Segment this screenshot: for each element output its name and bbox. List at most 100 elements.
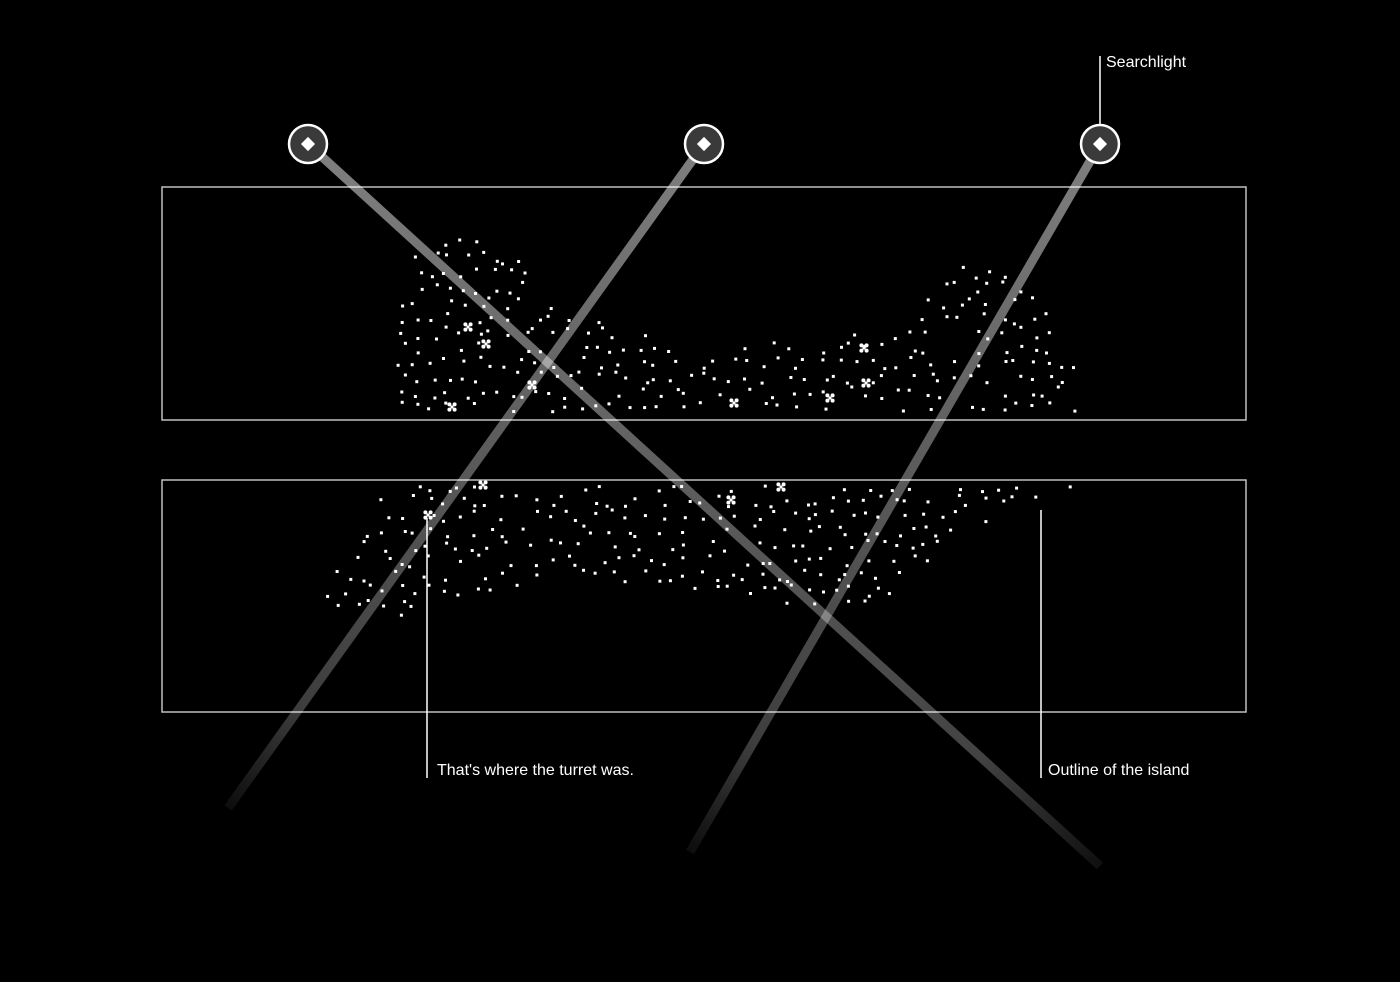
island-dot bbox=[1012, 322, 1016, 326]
island-dot bbox=[743, 347, 747, 351]
island-dot bbox=[500, 494, 504, 498]
searchlight-beam-right bbox=[686, 141, 1104, 855]
island-dot bbox=[559, 541, 562, 545]
island-dot bbox=[663, 503, 667, 507]
island-dot bbox=[444, 401, 448, 405]
island-dot bbox=[624, 504, 627, 508]
island-dot bbox=[422, 575, 426, 579]
island-dot bbox=[690, 373, 694, 377]
island-dot bbox=[864, 511, 867, 515]
island-dot bbox=[467, 253, 471, 257]
island-dot bbox=[729, 489, 733, 493]
island-dot bbox=[509, 564, 513, 568]
island-dot bbox=[773, 586, 777, 590]
island-dot bbox=[984, 520, 988, 524]
island-dot bbox=[803, 568, 807, 572]
island-dot bbox=[533, 361, 537, 365]
island-dot bbox=[612, 570, 616, 574]
island-dot bbox=[1005, 351, 1009, 355]
turret-markers bbox=[423, 322, 871, 520]
island-dot bbox=[785, 601, 789, 605]
island-dot bbox=[460, 377, 464, 381]
island-dot bbox=[828, 547, 832, 551]
island-dot bbox=[667, 350, 671, 353]
island-dot bbox=[892, 559, 896, 563]
island-dot bbox=[624, 376, 628, 380]
island-dot bbox=[746, 563, 750, 567]
island-dot bbox=[326, 594, 330, 598]
island-dot bbox=[909, 356, 913, 359]
island-dot bbox=[899, 534, 902, 538]
island-dot bbox=[1004, 360, 1008, 363]
searchlight-beam-middle bbox=[224, 141, 708, 811]
island-dot bbox=[717, 494, 721, 498]
island-dot bbox=[510, 268, 514, 272]
island-dot bbox=[941, 515, 945, 519]
island-dot bbox=[837, 578, 841, 582]
island-dot bbox=[800, 358, 804, 361]
island-dot bbox=[931, 372, 935, 376]
island-dot bbox=[410, 302, 414, 306]
island-dot bbox=[794, 366, 797, 370]
island-dot bbox=[430, 275, 434, 279]
island-dot bbox=[552, 503, 556, 507]
island-dot bbox=[716, 579, 720, 582]
island-dot bbox=[813, 502, 817, 506]
island-dot bbox=[1000, 331, 1004, 335]
island-dot bbox=[413, 255, 417, 259]
island-dot bbox=[792, 392, 796, 396]
searchlight-label: Searchlight bbox=[1106, 54, 1187, 71]
island-dot bbox=[843, 533, 847, 537]
island-dot bbox=[983, 303, 987, 306]
island-dot bbox=[855, 360, 859, 364]
island-dot bbox=[897, 571, 901, 574]
island-dot bbox=[445, 541, 449, 545]
island-dot bbox=[637, 548, 641, 552]
island-dot bbox=[1003, 394, 1007, 398]
island-dot bbox=[824, 407, 828, 411]
island-dot bbox=[646, 381, 650, 385]
island-dot bbox=[976, 290, 980, 294]
island-dot bbox=[546, 314, 550, 318]
island-dot bbox=[1060, 381, 1064, 384]
island-dot bbox=[896, 388, 900, 392]
island-dot bbox=[335, 570, 339, 573]
island-dot bbox=[551, 558, 555, 562]
island-dot bbox=[633, 497, 637, 501]
island-dot bbox=[977, 364, 981, 368]
island-dot bbox=[807, 557, 811, 561]
island-dot bbox=[458, 238, 462, 242]
island-dot bbox=[945, 282, 949, 286]
island-dot bbox=[734, 357, 738, 361]
turret-label: That's where the turret was. bbox=[437, 762, 634, 779]
island-dot bbox=[852, 513, 856, 517]
island-dot bbox=[926, 394, 930, 397]
island-dot bbox=[861, 498, 865, 502]
island-dot bbox=[551, 330, 555, 334]
island-dot bbox=[651, 363, 655, 367]
island-dot bbox=[444, 325, 448, 329]
searchlight-icon bbox=[287, 123, 329, 165]
cross-marker-icon bbox=[447, 402, 457, 412]
island-dot bbox=[539, 318, 542, 322]
island-dot bbox=[853, 333, 857, 337]
island-dot bbox=[732, 573, 736, 577]
island-dot bbox=[534, 564, 538, 568]
island-dot bbox=[763, 586, 767, 590]
island-dot bbox=[984, 496, 988, 500]
island-dot bbox=[1068, 485, 1072, 489]
island-dot bbox=[442, 589, 446, 593]
island-dot bbox=[491, 528, 495, 531]
island-dot bbox=[745, 359, 749, 362]
island-dot bbox=[551, 410, 555, 414]
island-dot bbox=[668, 579, 672, 583]
island-dot bbox=[549, 538, 553, 542]
island-dot bbox=[446, 312, 450, 316]
island-dot bbox=[807, 517, 811, 521]
island-dot bbox=[488, 588, 492, 592]
island-dot bbox=[521, 280, 525, 284]
island-dot bbox=[436, 251, 440, 255]
island-dot bbox=[582, 568, 585, 572]
island-dot bbox=[657, 532, 661, 536]
